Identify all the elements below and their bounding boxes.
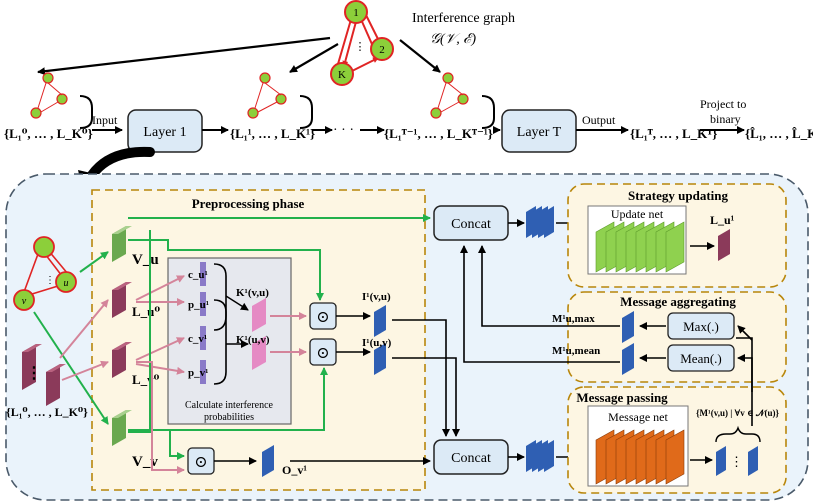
p1u-bar [200, 292, 206, 316]
mini-graph-2 [247, 72, 287, 119]
interference-graph-top: 1 2 K ⋮ [330, 0, 394, 86]
layer-t-label: Layer T [517, 125, 562, 140]
node-u-label: u [64, 278, 69, 289]
concat-bottom-output [526, 440, 554, 472]
calc-label-2: probabilities [204, 412, 254, 423]
mini-graph-1 [30, 72, 68, 119]
max-fn-box [667, 312, 735, 340]
concat-bottom-label: Concat [451, 451, 491, 466]
o1v-block [262, 445, 274, 477]
project-label-2: binary [710, 112, 741, 126]
graph-caption-1: Interference graph [412, 11, 515, 26]
vu-block [112, 226, 126, 262]
max-fn-label: Max(.) [683, 319, 719, 334]
kvu-label: K¹(v,u) [236, 287, 269, 299]
node-label-k: K [338, 69, 346, 81]
l0v-block [112, 342, 126, 378]
calc-label-1: Calculate interference [185, 400, 274, 411]
l0u-block [112, 282, 126, 318]
strategy-title: Strategy updating [628, 188, 729, 203]
left-set-l0: {L₁⁰, … , L_K⁰} [6, 405, 88, 419]
dots-between-layers: · · · [333, 123, 354, 138]
graph-node-2 [370, 37, 394, 61]
msg-pass-title: Message passing [576, 390, 668, 405]
left-l-stack: ⋮ [22, 344, 66, 406]
message-net-label: Message net [608, 410, 668, 424]
node-label-dots: ⋮ [355, 41, 366, 53]
i1vu-label: I¹(v,u) [362, 291, 391, 303]
zoom-arrow [87, 146, 155, 180]
m-mean-block [622, 343, 634, 375]
m-max-block [622, 311, 634, 343]
local-graph: u v ⋮ [13, 236, 77, 311]
l1u-label: L_u¹ [710, 213, 735, 227]
vv-label: V_v [132, 454, 158, 470]
mini-graph-3 [430, 72, 469, 119]
p1v-label: p_v¹ [188, 367, 208, 379]
update-net-stack [595, 221, 685, 273]
calc-interference-box [167, 257, 292, 425]
input-label: Input [92, 113, 118, 127]
l1u-block [718, 229, 730, 261]
message-net-stack [595, 429, 685, 485]
i1vu-block [374, 305, 386, 337]
project-label-1: Project to [700, 97, 746, 111]
p1v-bar [200, 360, 206, 384]
graph-node-k [330, 62, 354, 86]
c1v-label: c_v¹ [188, 333, 207, 345]
odot-uv: ⊙ [316, 345, 329, 362]
vu-label: V_u [132, 252, 159, 268]
layer-1-label: Layer 1 [143, 125, 186, 140]
kvu-block [252, 298, 266, 332]
i1uv-label: I¹(u,v) [362, 337, 392, 349]
m-mean-label: M¹u,mean [552, 345, 600, 357]
m-set-label: {M¹(v,u) | ∀v ∈ 𝒩(u)} [696, 408, 780, 418]
set-lt: {L₁ᵀ, … , L_Kᵀ} [630, 126, 717, 141]
odot-o: ⊙ [194, 454, 207, 471]
c1u-bar [200, 262, 206, 286]
set-l0: {L₁⁰, … , L_K⁰} [4, 126, 93, 141]
p1u-label: p_u¹ [188, 299, 209, 311]
update-net-label: Update net [611, 207, 664, 221]
node-v-label: v [22, 296, 27, 307]
vv-block [112, 410, 126, 446]
mean-fn-label: Mean(.) [680, 351, 722, 366]
mean-fn-box [667, 344, 735, 372]
node-label-2: 2 [379, 44, 385, 56]
c1v-bar [200, 326, 206, 350]
graph-node-1 [344, 0, 368, 24]
c1u-label: c_u¹ [188, 269, 208, 281]
node-v [13, 289, 35, 311]
m-max-label: M¹u,max [552, 313, 595, 325]
preprocessing-title: Preprocessing phase [192, 196, 305, 211]
graph-caption-2: 𝒢(𝒱, ℰ) [430, 32, 476, 47]
m-set-block-1 [716, 446, 726, 476]
concat-top-output [526, 206, 554, 238]
i1uv-block [374, 343, 386, 375]
node-u [55, 271, 77, 293]
o1v-label: O_v¹ [282, 463, 307, 477]
odot-vu: ⊙ [316, 309, 329, 326]
local-graph-dots: ⋮ [45, 275, 55, 286]
node-label-1: 1 [353, 7, 359, 19]
set-l1: {L₁¹, … , L_K¹} [230, 126, 315, 141]
msg-agg-title: Message aggregating [620, 294, 736, 309]
m-set-block-2 [748, 446, 758, 476]
set-hat: {L̂₁, … , L̂_K} [745, 126, 813, 141]
l0u-label: L_u⁰ [132, 304, 160, 319]
kuv-block [252, 336, 266, 370]
concat-top-label: Concat [451, 217, 491, 232]
m-set-dots: ⋮ [730, 454, 743, 469]
l0v-label: L_v⁰ [132, 372, 160, 387]
output-label: Output [582, 113, 616, 127]
kuv-label: K¹(u,v) [236, 334, 270, 346]
left-stack-dots: ⋮ [26, 365, 42, 382]
set-lt-1: {L₁ᵀ⁻¹, … , L_Kᵀ⁻¹} [384, 126, 493, 141]
